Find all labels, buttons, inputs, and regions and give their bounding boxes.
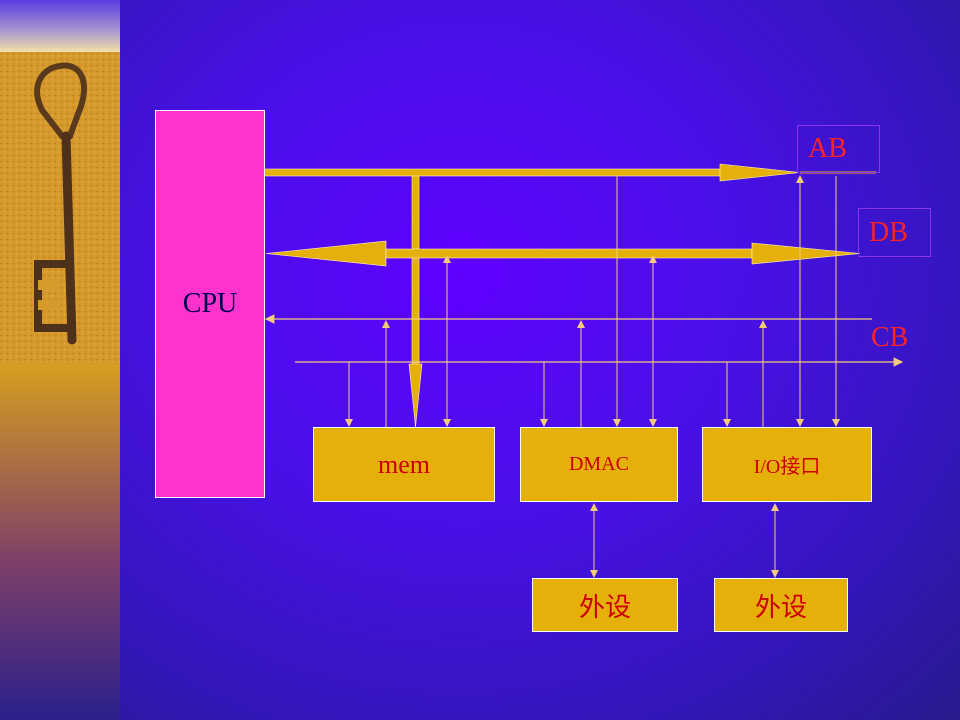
memory-block: mem [313,427,495,502]
cpu-label: CPU [182,288,238,319]
sidebar-top-gradient [0,0,120,52]
memory-label: mem [378,449,430,479]
cpu-block: CPU [155,110,265,498]
address-bus-to-memory [408,175,423,428]
io-peripheral-block: 外设 [714,578,848,632]
io-peripheral-label: 外设 [754,592,807,622]
dmac-peripheral-block: 外设 [532,578,678,632]
io-interface-label: I/O接口 [753,456,821,478]
data-bus-label-text: DB [869,216,908,248]
antique-key-icon [0,52,120,364]
address-bus-label: AB [797,125,880,173]
data-bus-label: DB [858,208,931,257]
data-bus [265,240,861,267]
address-bus-label-text: AB [808,133,847,164]
control-bus-label-text: CB [871,322,909,353]
address-bus [263,163,876,182]
dmac-block: DMAC [520,427,678,502]
dmac-peripheral-label: 外设 [578,592,631,622]
control-bus-label: CB [865,316,945,360]
dmac-label: DMAC [568,453,629,475]
io-interface-block: I/O接口 [702,427,872,502]
